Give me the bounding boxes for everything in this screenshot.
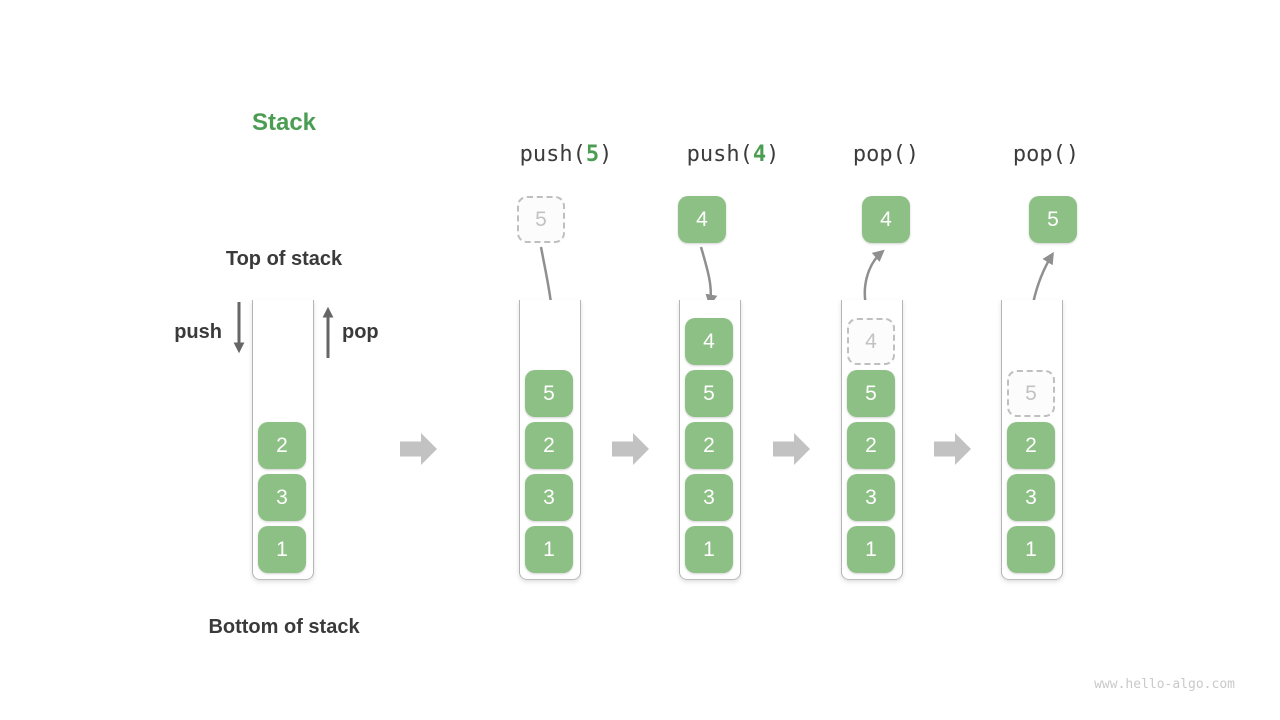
push-label: push <box>174 321 222 343</box>
stack-state-after-push5: 5 2 3 1 <box>519 300 581 580</box>
stack-cell-2: 2 <box>1007 422 1055 469</box>
watermark: www.hello-algo.com <box>1094 677 1235 692</box>
floating-element-push4: 4 <box>678 196 726 243</box>
stack-cell-1: 1 <box>1007 526 1055 573</box>
op-text: push( <box>519 142 586 167</box>
stack-cell-5: 5 <box>525 370 573 417</box>
operation-label-pop-1: pop() <box>776 142 996 167</box>
stack-cell-3: 3 <box>847 474 895 521</box>
operation-label-pop-2: pop() <box>936 142 1156 167</box>
stack-cell-2: 2 <box>258 422 306 469</box>
op-text: ) <box>599 142 613 167</box>
stack-cell-2: 2 <box>847 422 895 469</box>
floating-element-popped4: 4 <box>862 196 910 243</box>
stack-cell-2: 2 <box>525 422 573 469</box>
pop-label: pop <box>342 321 379 343</box>
op-arg: 4 <box>752 142 767 167</box>
bottom-of-stack-label: Bottom of stack <box>208 616 360 638</box>
stack-cell-1: 1 <box>847 526 895 573</box>
stack-cell-5: 5 <box>685 370 733 417</box>
stack-cell-5: 5 <box>847 370 895 417</box>
transition-arrow-icon-3 <box>773 433 810 465</box>
push4-curved-arrow-icon <box>699 246 718 307</box>
stack-state-after-pop4: 4 5 2 3 1 <box>841 300 903 580</box>
floating-element-push5: 5 <box>517 196 565 243</box>
op-text: pop() <box>852 142 920 167</box>
stack-cell-2: 2 <box>685 422 733 469</box>
op-arg: 5 <box>585 142 600 167</box>
stack-cell-1: 1 <box>685 526 733 573</box>
op-text: push( <box>686 142 753 167</box>
transition-arrow-icon-2 <box>612 433 649 465</box>
floating-element-popped5: 5 <box>1029 196 1077 243</box>
stack-state-after-push4: 4 5 2 3 1 <box>679 300 741 580</box>
stack-cell-1: 1 <box>525 526 573 573</box>
stack-state-after-pop5: 5 2 3 1 <box>1001 300 1063 580</box>
stack-cell-ghost-4: 4 <box>847 318 895 365</box>
transition-arrow-icon-1 <box>400 433 437 465</box>
stack-cell-3: 3 <box>258 474 306 521</box>
op-text: pop() <box>1012 142 1080 167</box>
transition-arrow-icon-4 <box>934 433 971 465</box>
stack-cell-3: 3 <box>685 474 733 521</box>
operation-label-push4: push(4) <box>623 142 843 167</box>
op-text: ) <box>766 142 780 167</box>
top-of-stack-label: Top of stack <box>225 248 343 270</box>
diagram-title: Stack <box>251 109 317 136</box>
stack-cell-ghost-5: 5 <box>1007 370 1055 417</box>
stack-cell-1: 1 <box>258 526 306 573</box>
stack-cell-4: 4 <box>685 318 733 365</box>
stack-cell-3: 3 <box>1007 474 1055 521</box>
stack-cell-3: 3 <box>525 474 573 521</box>
operation-label-push5: push(5) <box>456 142 676 167</box>
stack-state-initial: 2 3 1 <box>252 300 314 580</box>
